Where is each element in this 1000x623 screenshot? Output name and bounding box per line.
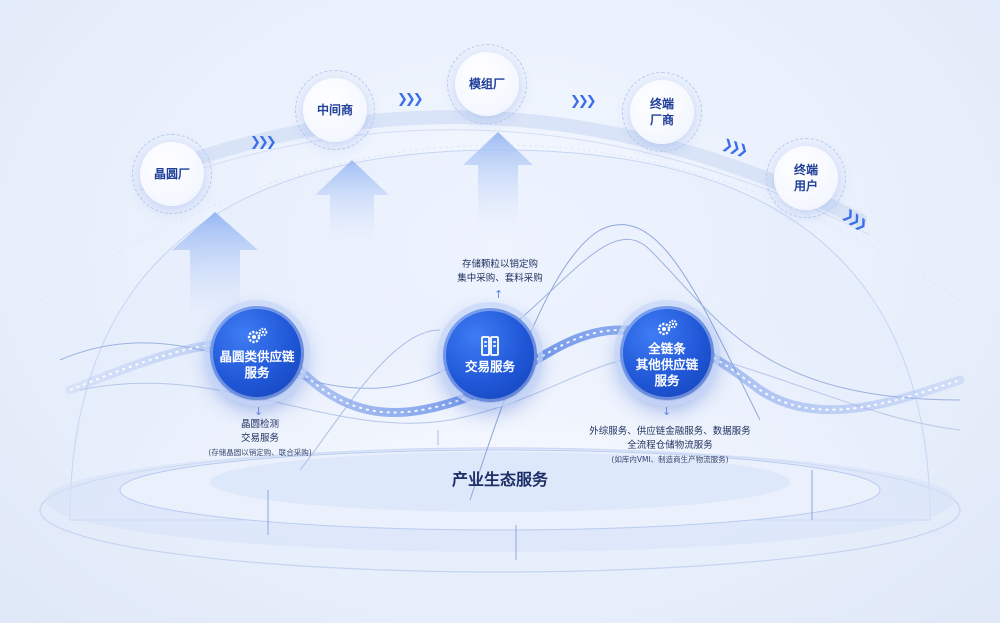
up-arrow-center [463,132,533,225]
chain-node-middleman-label: 中间商 [316,103,353,117]
gear-icon [247,327,268,343]
service-wafer-supply-label: 晶圆类供应链 服务 [219,348,295,380]
chain-node-wafer: 晶圆厂 [132,134,212,214]
base-ring-core [210,452,790,512]
down-arrow-wafer: ↓ [254,405,264,418]
note-trading-line1: 存储颗粒以销定购 [461,259,538,270]
note-full-chain: 外综服务、供应链金融服务、数据服务 全流程仓储物流服务 (如库内VMI、制造商生… [565,425,775,467]
flow-chevron-2: ❯❯❯ [397,92,424,107]
flow-chevron-3: ❯❯❯ [570,94,597,109]
flow-chevron-1: ❯❯❯ [250,135,277,150]
service-node-full-chain: 全链条 其他供应链 服务 [614,300,720,406]
note-wafer-supply: 晶圆检测 交易服务 (存储晶圆以销定购、联合采购) [170,418,350,460]
chain-node-wafer-label: 晶圆厂 [153,167,190,181]
server-icon [481,335,499,356]
chain-node-terminal-vendor: 终端 厂商 [622,72,702,152]
chain-node-terminal-user: 终端 用户 [766,138,846,218]
center-title: 产业生态服务 [451,470,548,489]
service-node-trading: 交易服务 [437,302,543,408]
wave-line-d [299,329,441,471]
service-node-wafer-supply: 晶圆类供应链 服务 [204,300,310,406]
chain-node-middleman: 中间商 [295,70,375,150]
chain-node-terminal-vendor-label: 终端 厂商 [649,97,674,127]
note-trading: 存储颗粒以销定购 集中采购、套料采购 [410,258,590,286]
chain-node-module-label: 模组厂 [468,77,505,91]
chain-arc-line [139,129,871,236]
note-trading-line2: 集中采购、套料采购 [457,273,543,284]
note-full-chain-line1: 外综服务、供应链金融服务、数据服务 [589,426,751,437]
chain-node-terminal-user-label: 终端 用户 [793,163,818,193]
ribbon-stitch [69,328,961,414]
down-arrow-full-chain: ↓ [662,405,672,418]
down-arrow-trading: ↑ [494,288,504,301]
note-full-chain-line2: 全流程仓储物流服务 [627,440,713,451]
gear-icon [657,319,678,335]
up-arrow-mid-left [315,160,389,240]
note-wafer-line1: 晶圆检测 [240,419,279,430]
chain-node-module: 模组厂 [447,44,527,124]
service-full-chain-label: 全链条 其他供应链 服务 [635,340,699,388]
up-arrow-left [172,212,258,320]
note-wafer-line2: 交易服务 [240,433,279,444]
note-wafer-line3: (存储晶圆以销定购、联合采购) [208,448,312,457]
service-trading-label: 交易服务 [464,358,515,374]
note-full-chain-line3: (如库内VMI、制造商生产物流服务) [611,455,729,464]
